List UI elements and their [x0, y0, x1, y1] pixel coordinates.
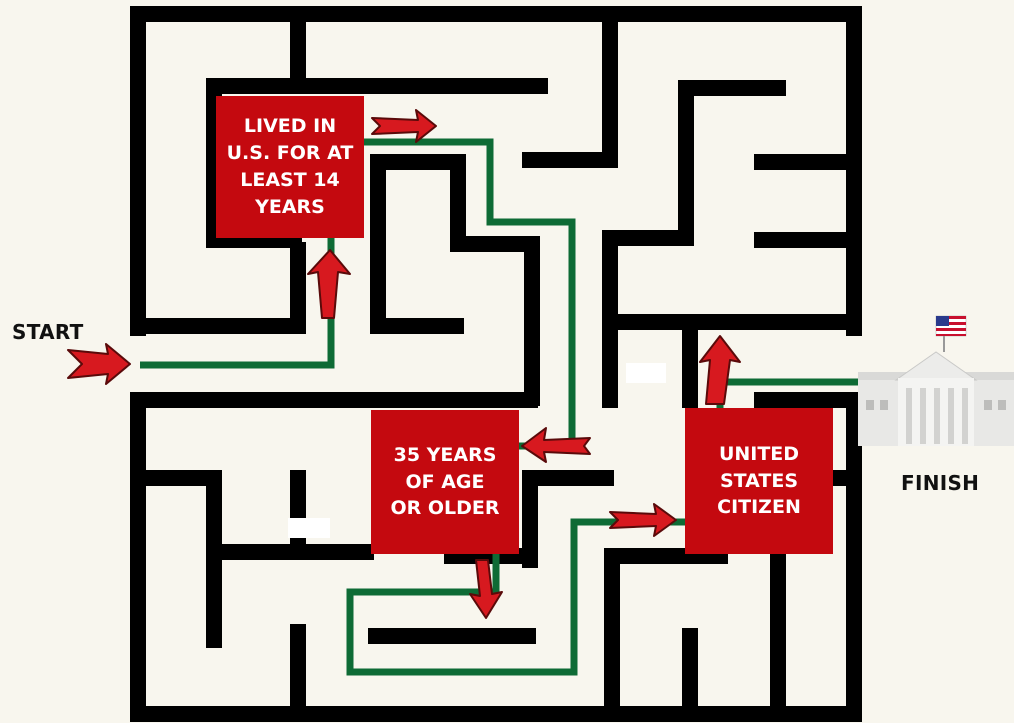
requirement-residency: LIVED IN U.S. FOR AT LEAST 14 YEARS [216, 96, 364, 238]
requirement-age-line-1: 35 YEARS [394, 442, 497, 469]
requirement-age-line-2: OF AGE [405, 469, 484, 496]
white-patch [626, 363, 666, 383]
requirement-age-line-3: OR OLDER [390, 495, 499, 522]
requirement-residency-line-3: LEAST 14 [240, 167, 340, 194]
requirement-citizenship-line-1: UNITED [719, 441, 799, 468]
arrow-left-1 [522, 428, 590, 462]
requirement-residency-line-1: LIVED IN [244, 113, 336, 140]
start-label: START [12, 320, 84, 344]
requirement-citizenship-line-2: STATES [720, 468, 798, 495]
finish-label: FINISH [901, 471, 979, 495]
arrow-right-2 [610, 504, 676, 536]
arrow-right-1 [372, 110, 436, 142]
requirement-residency-line-2: U.S. FOR AT [227, 140, 354, 167]
arrow-start [68, 344, 130, 384]
us-flag-icon [936, 316, 966, 336]
arrow-up-1 [308, 250, 350, 318]
requirement-residency-line-4: YEARS [255, 194, 325, 221]
white-patch [288, 518, 330, 538]
arrow-up-2 [700, 336, 740, 404]
requirement-citizenship-line-3: CITIZEN [717, 494, 801, 521]
requirement-age: 35 YEARS OF AGE OR OLDER [371, 410, 519, 554]
white-house-icon [858, 336, 1014, 446]
requirement-citizenship: UNITED STATES CITIZEN [685, 408, 833, 554]
